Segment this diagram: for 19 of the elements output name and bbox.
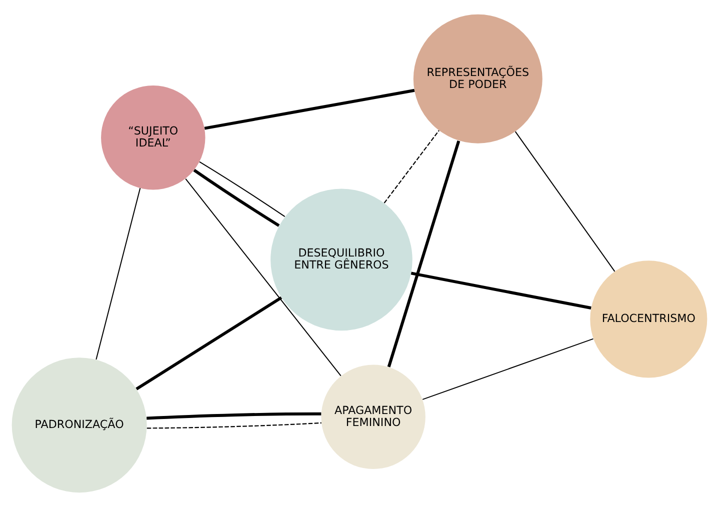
connector xyxy=(146,422,322,429)
connector xyxy=(384,130,440,204)
node-circle: REPRESENTAÇÕES DE PODER xyxy=(413,14,542,144)
connector xyxy=(136,296,282,390)
connector xyxy=(96,188,141,360)
connector xyxy=(204,88,415,130)
connector xyxy=(146,412,322,420)
connector xyxy=(387,140,460,368)
connector xyxy=(185,178,342,376)
connector xyxy=(199,161,286,217)
connector xyxy=(193,168,280,227)
connector xyxy=(514,131,616,272)
connector xyxy=(422,338,594,400)
node-circle: DESEQUILIBRIO ENTRE GÊNEROS xyxy=(270,188,412,331)
node-circle: FALOCENTRISMO xyxy=(590,260,708,378)
node-circle: “SUJEITO IDEAL” xyxy=(101,86,206,190)
node-circle: PADRONIZAÇÃO xyxy=(12,358,147,493)
node-circle: APAGAMENTO FEMININO xyxy=(321,364,426,470)
connector xyxy=(410,272,592,310)
